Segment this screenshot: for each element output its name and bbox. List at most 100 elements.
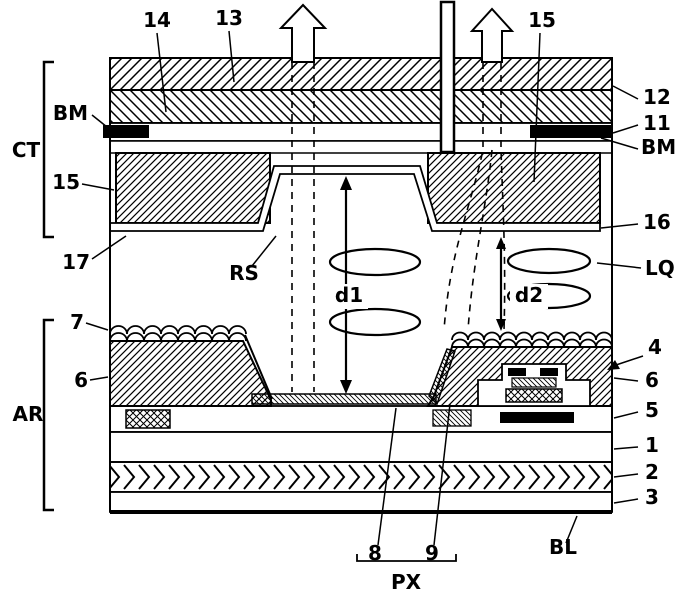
layer-5-center-block	[432, 409, 472, 427]
layer-5-wiring-bar	[500, 412, 574, 423]
leader-11	[612, 124, 639, 134]
label-2: 2	[645, 460, 659, 484]
layer-5-left-block	[125, 409, 171, 429]
label-rs: RS	[229, 261, 259, 285]
panel-edges	[109, 58, 613, 512]
d2-arrowhead-bottom	[496, 319, 506, 331]
d2-arrowhead-top	[496, 237, 506, 249]
bumpy-layer-7-left-top	[109, 325, 247, 335]
stepped-film-16-17	[109, 165, 601, 232]
contact-9	[428, 348, 456, 406]
label-bm-right: BM	[641, 135, 676, 159]
tft-source	[508, 368, 526, 376]
label-11: 11	[643, 111, 671, 135]
label-14: 14	[143, 8, 171, 32]
layer-2	[109, 461, 613, 493]
label-lq: LQ	[645, 256, 675, 280]
label-3: 3	[645, 485, 659, 509]
label-bm-left: BM	[53, 101, 88, 125]
lc-ellipse-1	[328, 247, 422, 277]
tft-semiconductor	[511, 377, 557, 388]
layer-6-left	[109, 340, 272, 407]
leader-15-left	[81, 183, 115, 191]
dashed-ray-right-3	[467, 149, 493, 331]
label-4: 4	[648, 335, 662, 359]
label-13: 13	[215, 6, 243, 30]
light-bar	[439, 0, 456, 154]
leader-13	[228, 30, 235, 83]
leader-4	[615, 355, 644, 366]
label-15-top: 15	[528, 8, 556, 32]
ct-bracket	[42, 60, 54, 239]
d1-arrowhead-bottom	[340, 380, 352, 394]
reference-labels: 14 13 15 12 11 BM 16 LQ 4 6 5 1 2 3 BM C…	[12, 6, 676, 594]
black-matrix-left	[103, 125, 149, 138]
layer-13	[109, 57, 613, 91]
layer-14	[109, 89, 613, 124]
brackets	[42, 60, 457, 562]
leader-4-arrowhead	[607, 360, 620, 370]
layer-15-right-block	[427, 152, 601, 224]
d2-label-bg	[510, 284, 548, 309]
label-5: 5	[645, 398, 659, 422]
dimension-arrows	[330, 176, 548, 394]
label-ar: AR	[13, 402, 44, 426]
left-slope-line	[244, 334, 273, 400]
label-6-right: 6	[645, 368, 659, 392]
black-matrix-right	[530, 125, 612, 138]
label-7: 7	[70, 310, 84, 334]
layer-15-left-block	[115, 152, 271, 224]
leader-5	[613, 411, 639, 419]
leader-7	[85, 322, 109, 331]
label-16: 16	[643, 210, 671, 234]
leader-lq	[596, 262, 642, 269]
leader-8	[377, 407, 397, 546]
layer-3	[109, 491, 613, 513]
d1-label-bg	[330, 284, 368, 309]
tft-drain	[540, 368, 558, 376]
leader-17	[91, 235, 127, 260]
label-bl: BL	[549, 535, 577, 559]
label-6-left: 6	[74, 368, 88, 392]
leader-9	[433, 403, 451, 546]
ar-bracket	[42, 318, 54, 512]
px-bracket	[356, 554, 457, 562]
label-15-left: 15	[52, 170, 80, 194]
bumpy-layer-7-left-bottom	[109, 332, 247, 342]
lc-ellipse-2	[328, 307, 422, 337]
ar-substrate-stack	[109, 325, 613, 514]
label-17: 17	[62, 250, 90, 274]
label-1: 1	[645, 433, 659, 457]
leader-3	[613, 498, 639, 504]
leader-bl	[565, 515, 578, 544]
light-paths	[278, 0, 515, 392]
leader-6-left	[89, 376, 109, 381]
leader-bm-right	[600, 137, 639, 150]
leader-14	[156, 32, 167, 113]
leader-15-top	[533, 32, 541, 183]
leader-12	[612, 85, 639, 100]
ct-substrate-stack	[103, 57, 613, 232]
label-px: PX	[391, 570, 422, 594]
leader-bm-left	[91, 114, 108, 128]
leader-lines	[81, 30, 644, 546]
tft-gate	[505, 388, 563, 403]
leader-16	[600, 223, 639, 229]
leader-6-right	[613, 377, 639, 382]
label-ct: CT	[12, 138, 41, 162]
label-9: 9	[425, 541, 439, 565]
pixel-electrode-8	[251, 393, 437, 405]
d1-arrowhead-top	[340, 176, 352, 190]
lc-ellipse-3	[506, 247, 592, 275]
up-arrow-left	[278, 3, 328, 63]
bumpy-layer-7-right-top	[451, 331, 613, 341]
bumpy-layer-7-right-bottom	[451, 338, 613, 348]
leader-2	[613, 473, 639, 478]
layer-1	[109, 431, 613, 463]
up-arrow-right	[469, 7, 515, 63]
label-8: 8	[368, 541, 382, 565]
label-12: 12	[643, 85, 671, 109]
label-d2: d2	[515, 283, 543, 307]
